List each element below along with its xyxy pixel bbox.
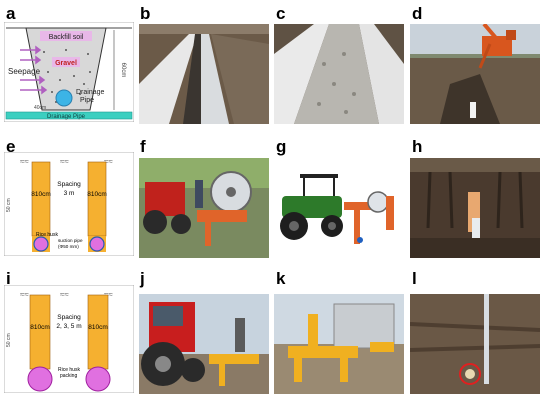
- left-packing: [27, 366, 53, 392]
- right-packing: [85, 366, 111, 392]
- right-rice-husk: [89, 236, 105, 252]
- photo-soil-section-ruler: [410, 294, 540, 394]
- left-depth: 810cm: [31, 191, 51, 198]
- illustration-tractor-installer: [274, 156, 404, 256]
- panel-label-l: l: [412, 269, 417, 288]
- panel-label-e: e: [6, 137, 16, 156]
- panel-label-k: k: [276, 269, 286, 288]
- svg-text:≈≈: ≈≈: [60, 290, 69, 299]
- right-column-i: [87, 294, 109, 370]
- panel-label-a: a: [6, 4, 16, 23]
- drainage-pipe-circle: [55, 89, 73, 107]
- rice-husk-label: Rice husk: [36, 232, 58, 238]
- panel-label-b: b: [140, 4, 151, 23]
- panel-label-g: g: [276, 137, 287, 156]
- left-depth-i: 810cm: [30, 324, 50, 331]
- svg-text:≈≈: ≈≈: [20, 290, 29, 299]
- panel-label-d: d: [412, 4, 423, 23]
- photo-excavator-digging: [410, 24, 540, 124]
- left-column: [31, 161, 51, 237]
- width-label: 40cm: [34, 105, 46, 111]
- panel-label-f: f: [140, 137, 146, 156]
- right-column: [87, 161, 107, 237]
- panel-label-j: j: [140, 269, 145, 288]
- photo-tractor-pipe-installer: [139, 158, 269, 258]
- right-depth: 810cm: [87, 191, 107, 198]
- svg-text:≈≈: ≈≈: [60, 157, 69, 166]
- suction-pipe-label: suction pipe(Φ50 mm): [58, 238, 83, 249]
- depth-label: 60cm: [120, 63, 126, 78]
- seepage-label: Seepage: [8, 67, 41, 76]
- photo-red-tractor-husk-packing: [139, 294, 269, 394]
- photo-soil-profile-pipe: [410, 158, 540, 258]
- left-rice-husk: [33, 236, 49, 252]
- highlight-circle: [459, 363, 481, 385]
- backfill-label: Backfill soil: [49, 34, 84, 41]
- photo-yellow-packing-machine: [274, 294, 404, 394]
- gravel-label-bg: [52, 57, 80, 67]
- right-depth-i: 810cm: [88, 324, 108, 331]
- measuring-ruler: [484, 294, 489, 384]
- panel-label-i: i: [6, 269, 11, 288]
- bottom-drainage-pipe: [5, 111, 133, 120]
- panel-label-h: h: [412, 137, 423, 156]
- left-column-i: [29, 294, 51, 370]
- photo-trench-fabric-lining: [139, 24, 269, 124]
- bottom-pipe-label: Drainage Pipe: [47, 114, 86, 120]
- photo-gravel-filled-trench: [274, 24, 404, 124]
- side-dim-label: 50 cm: [6, 198, 12, 212]
- side-dim-label-i: 50 cm: [6, 333, 12, 347]
- svg-text:≈≈: ≈≈: [104, 157, 113, 166]
- gravel-label: Gravel: [55, 60, 77, 67]
- svg-text:≈≈: ≈≈: [104, 290, 113, 299]
- panel-label-c: c: [276, 4, 286, 23]
- seepage-arrows: [20, 45, 48, 95]
- svg-text:≈≈: ≈≈: [20, 157, 29, 166]
- backfill-band: [40, 31, 92, 41]
